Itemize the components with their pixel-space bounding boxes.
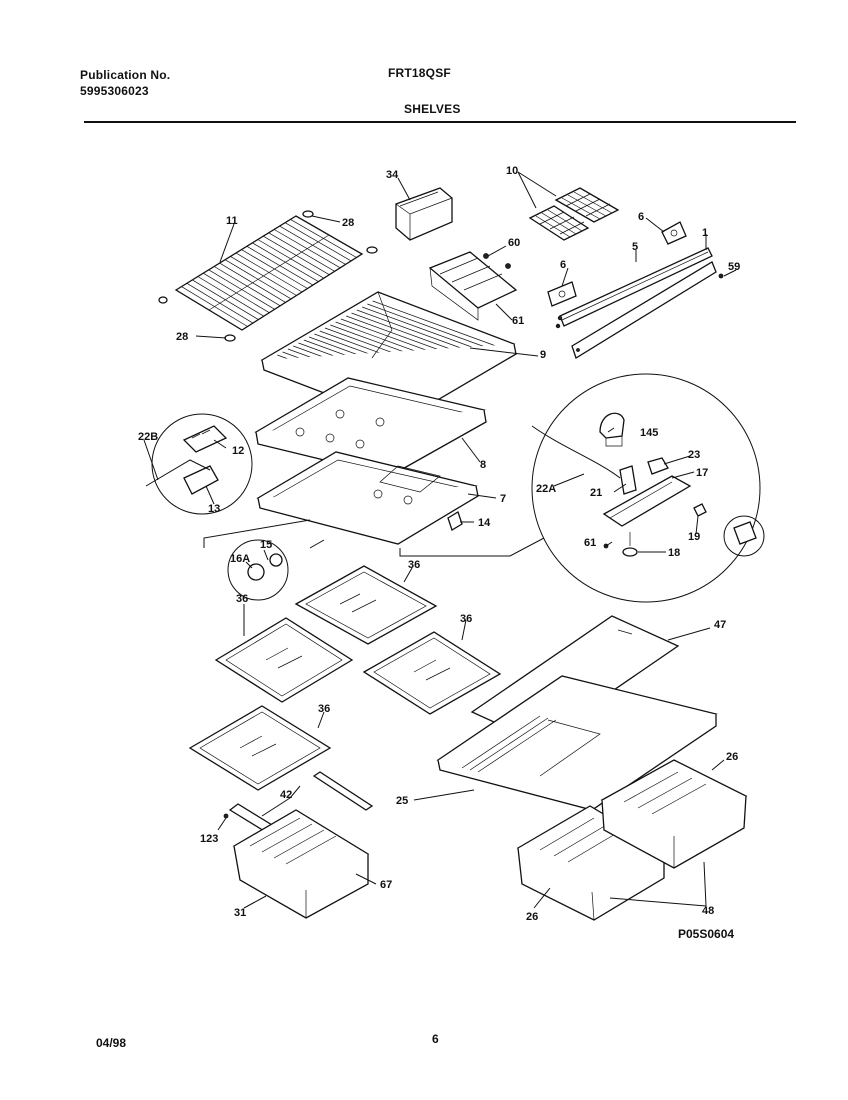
- part-14-clip: [447, 511, 463, 531]
- callout-17: 17: [696, 467, 708, 479]
- callout-13: 13: [208, 503, 220, 515]
- section-title: SHELVES: [404, 102, 461, 116]
- callout-26-bottom: 26: [526, 911, 538, 923]
- callout-1: 1: [702, 227, 708, 239]
- callout-145: 145: [640, 427, 658, 439]
- callout-34: 34: [386, 169, 399, 181]
- part-6-socket-top: [661, 221, 687, 245]
- callout-11: 11: [226, 215, 238, 227]
- part-10-ice-trays: [528, 187, 620, 241]
- part-7-shelf: [256, 451, 479, 545]
- callout-36-c: 36: [460, 613, 472, 625]
- part-59-screw: [718, 273, 724, 279]
- leader-connectors: [203, 519, 545, 557]
- callout-19: 19: [688, 531, 700, 543]
- part-26-crisper-drawer-right: [600, 759, 748, 869]
- callout-28-bottom: 28: [176, 331, 188, 343]
- callout-22b: 22B: [138, 431, 158, 443]
- callout-16a: 16A: [230, 553, 250, 565]
- leader-lines: [143, 171, 737, 909]
- callout-42: 42: [280, 789, 292, 801]
- callout-9: 9: [540, 349, 546, 361]
- detail-circle-light-assembly: [531, 373, 761, 603]
- model-number: FRT18QSF: [388, 66, 451, 80]
- callout-15: 15: [260, 539, 272, 551]
- page-number: 6: [432, 1032, 439, 1046]
- callout-123: 123: [200, 833, 218, 845]
- callout-25: 25: [396, 795, 408, 807]
- callout-61-bulb: 61: [584, 537, 596, 549]
- part-31-meat-drawer: [232, 809, 370, 919]
- callout-14: 14: [478, 517, 491, 529]
- header-rule: [84, 121, 796, 123]
- callout-6-mid: 6: [560, 259, 566, 271]
- detail-circle-lamp: [227, 539, 289, 601]
- detail-switch-inset: [723, 515, 765, 557]
- part-25-crisper-frame: [436, 675, 718, 811]
- callout-21: 21: [590, 487, 602, 499]
- part-11-wire-shelf: [174, 215, 364, 331]
- callout-26-right: 26: [726, 751, 738, 763]
- part-36-glass-shelves: [188, 565, 502, 791]
- callout-22a: 22A: [536, 483, 556, 495]
- callout-47: 47: [714, 619, 726, 631]
- part-28-shelf-clips: [158, 210, 378, 342]
- detail-circle-left: [145, 413, 253, 515]
- part-8-shelf-frame: [254, 377, 487, 477]
- part-6-socket-mid: [547, 281, 577, 307]
- callout-23: 23: [688, 449, 700, 461]
- footer-date: 04/98: [96, 1036, 127, 1050]
- part-5-trim-rail: [555, 247, 713, 329]
- callout-36-a: 36: [408, 559, 420, 571]
- part-1-trim: [571, 261, 717, 359]
- callout-36-b: 36: [236, 593, 248, 605]
- part-9-shelf-grille: [260, 291, 517, 423]
- part-61-shelf-bracket: [428, 251, 518, 321]
- callout-7: 7: [500, 493, 506, 505]
- callout-60: 60: [508, 237, 520, 249]
- callout-48: 48: [702, 905, 714, 917]
- callout-59: 59: [728, 261, 740, 273]
- callout-5: 5: [632, 241, 638, 253]
- callout-61-mid: 61: [512, 315, 524, 327]
- callout-67: 67: [380, 879, 392, 891]
- callout-6-top: 6: [638, 211, 644, 223]
- drawing-number: P05S0604: [678, 927, 734, 941]
- callout-36-d: 36: [318, 703, 330, 715]
- callout-28-top: 28: [342, 217, 354, 229]
- callout-8: 8: [480, 459, 486, 471]
- part-26-crisper-drawer-left: [516, 805, 666, 921]
- callout-31: 31: [234, 907, 246, 919]
- part-42-rail: [312, 771, 374, 811]
- publication-label: Publication No.: [80, 68, 171, 82]
- callout-10: 10: [506, 165, 518, 177]
- publication-number: 5995306023: [80, 84, 149, 98]
- callout-18: 18: [668, 547, 680, 559]
- part-34-bin: [395, 187, 453, 241]
- callout-12: 12: [232, 445, 244, 457]
